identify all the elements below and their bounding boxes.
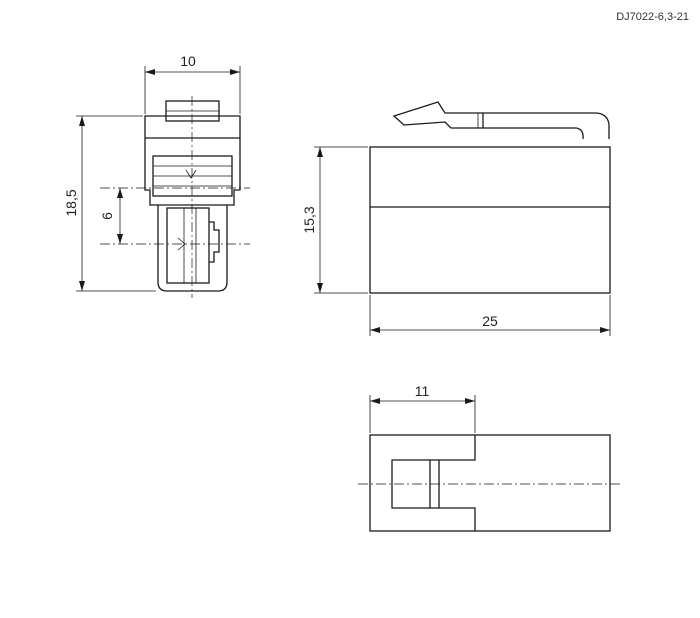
dimension-side-length: 25 (369, 295, 611, 336)
front-view (100, 96, 250, 298)
dimension-label-side-height: 15,3 (301, 206, 317, 233)
dimension-label-front-width: 10 (180, 53, 196, 69)
dimension-front-width: 10 (144, 53, 241, 114)
side-view (369, 101, 611, 294)
dimension-side-height: 15,3 (301, 146, 368, 294)
dimension-label-side-length: 25 (482, 313, 498, 329)
dimension-label-front-height: 18,5 (63, 189, 79, 216)
dimension-bottom-width: 11 (369, 383, 476, 433)
dimension-label-bottom-width: 11 (415, 383, 430, 399)
bottom-view (358, 434, 620, 532)
dimension-label-front-inner: 6 (99, 212, 115, 220)
dimension-front-height: 18,5 (63, 115, 156, 292)
drawing-reference: DJ7022-6,3-21 (616, 11, 689, 23)
dimension-front-inner: 6 (99, 188, 123, 244)
